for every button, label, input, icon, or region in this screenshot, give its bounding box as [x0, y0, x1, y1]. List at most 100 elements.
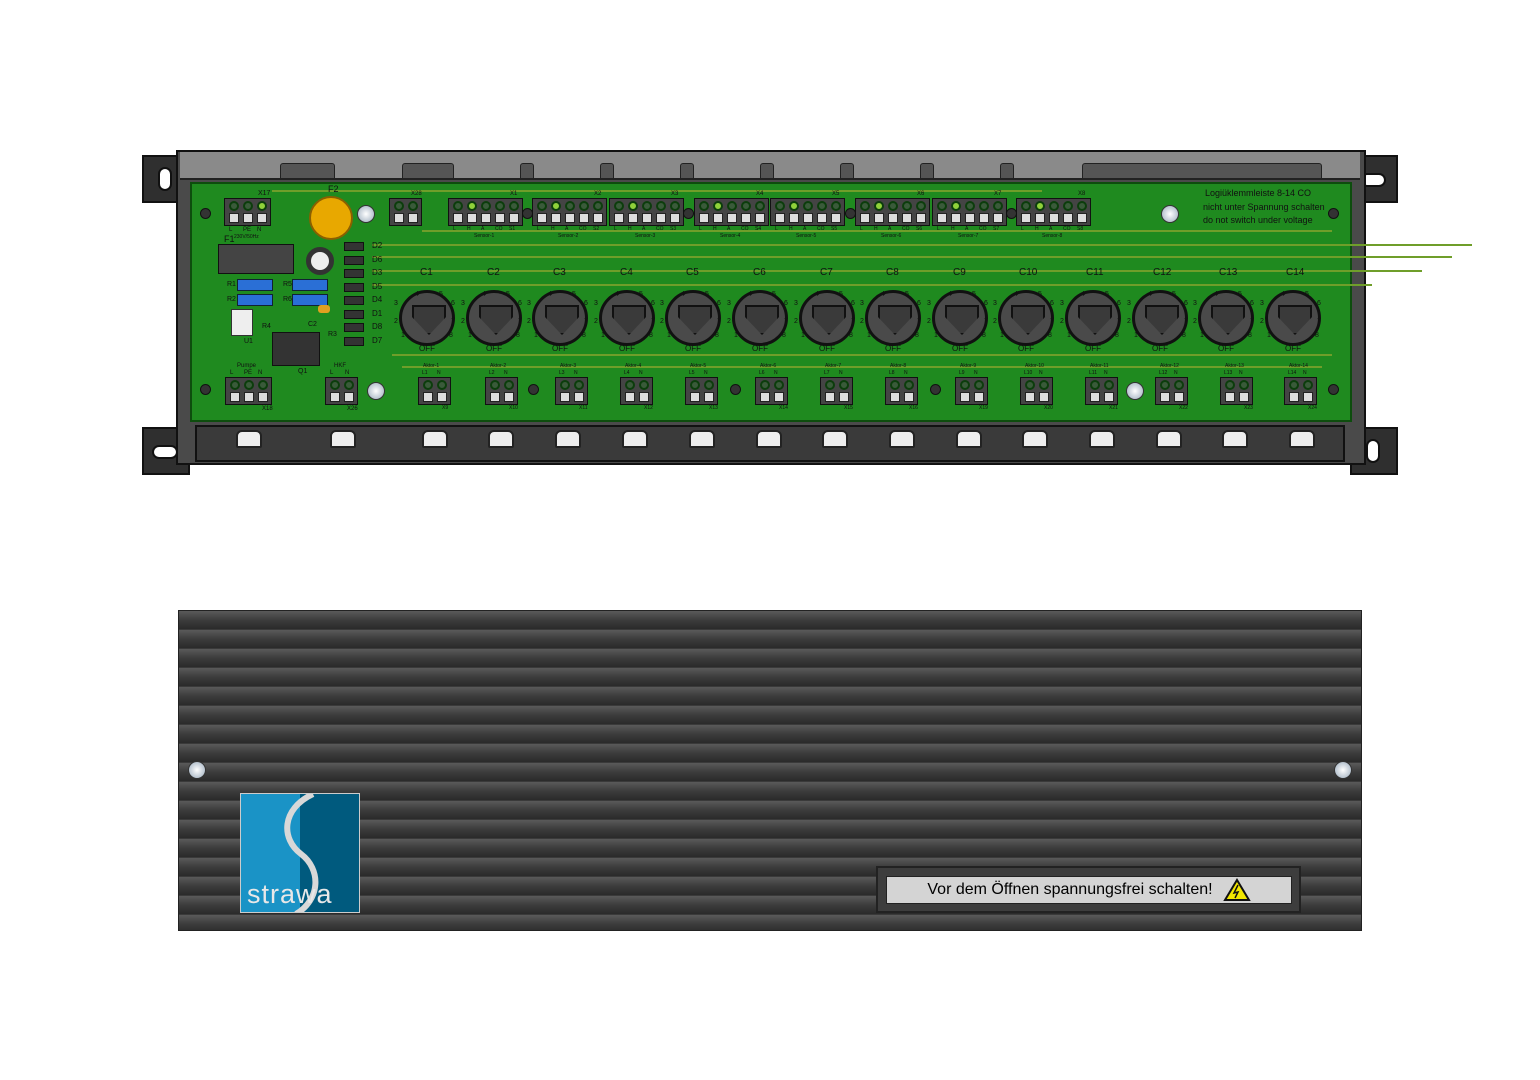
rotary-switch[interactable] — [665, 290, 721, 346]
terminal-pin[interactable] — [654, 201, 667, 223]
terminal-screw[interactable] — [592, 213, 603, 223]
sensor-connector-4[interactable] — [694, 198, 769, 226]
terminal-release[interactable] — [627, 201, 638, 211]
terminal-pin[interactable] — [1088, 380, 1101, 402]
terminal-pin[interactable] — [914, 201, 927, 223]
terminal-pin[interactable] — [623, 380, 636, 402]
terminal-release[interactable] — [578, 201, 589, 211]
rotary-switch[interactable] — [732, 290, 788, 346]
terminal-pin[interactable] — [488, 380, 501, 402]
terminal-release[interactable] — [1048, 201, 1059, 211]
terminal-release[interactable] — [228, 201, 239, 211]
rotary-switch[interactable] — [998, 290, 1054, 346]
terminal-pin[interactable] — [493, 201, 506, 223]
terminal-pin[interactable] — [1037, 380, 1050, 402]
terminal-screw[interactable] — [978, 213, 989, 223]
terminal-release[interactable] — [452, 201, 463, 211]
terminal-release[interactable] — [936, 201, 947, 211]
terminal-release[interactable] — [641, 201, 652, 211]
rotary-switch[interactable] — [1065, 290, 1121, 346]
terminal-release[interactable] — [1159, 380, 1170, 390]
terminal-pin[interactable] — [465, 201, 478, 223]
terminal-pin[interactable] — [637, 380, 650, 402]
terminal-pin[interactable] — [902, 380, 915, 402]
rotary-switch[interactable] — [1198, 290, 1254, 346]
terminal-release[interactable] — [436, 380, 447, 390]
terminal-screw[interactable] — [992, 213, 1003, 223]
terminal-screw[interactable] — [1062, 213, 1073, 223]
terminal-screw[interactable] — [1224, 392, 1235, 402]
terminal-release[interactable] — [1034, 201, 1045, 211]
actor-connector-13[interactable] — [1220, 377, 1253, 405]
terminal-release[interactable] — [613, 201, 624, 211]
terminal-release[interactable] — [973, 380, 984, 390]
terminal-screw[interactable] — [503, 392, 514, 402]
sensor-connector-1[interactable] — [448, 198, 523, 226]
terminal-screw[interactable] — [1048, 213, 1059, 223]
actor-connector-4[interactable] — [620, 377, 653, 405]
terminal-screw[interactable] — [703, 392, 714, 402]
terminal-pin[interactable] — [697, 201, 710, 223]
actor-connector-11[interactable] — [1085, 377, 1118, 405]
terminal-screw[interactable] — [655, 213, 666, 223]
terminal-release[interactable] — [592, 201, 603, 211]
terminal-screw[interactable] — [936, 213, 947, 223]
terminal-screw[interactable] — [407, 213, 418, 223]
terminal-pin[interactable] — [479, 201, 492, 223]
terminal-release[interactable] — [774, 201, 785, 211]
terminal-pin[interactable] — [563, 201, 576, 223]
terminal-pin[interactable] — [612, 201, 625, 223]
terminal-release[interactable] — [393, 201, 404, 211]
terminal-pin[interactable] — [1287, 380, 1300, 402]
power-connector[interactable] — [224, 198, 271, 226]
terminal-pin[interactable] — [342, 380, 355, 402]
terminal-pin[interactable] — [888, 380, 901, 402]
terminal-screw[interactable] — [1024, 392, 1035, 402]
terminal-release[interactable] — [256, 201, 267, 211]
terminal-screw[interactable] — [754, 213, 765, 223]
terminal-screw[interactable] — [1159, 392, 1170, 402]
terminal-screw[interactable] — [256, 213, 267, 223]
terminal-pin[interactable] — [1075, 201, 1088, 223]
terminal-pin[interactable] — [549, 201, 562, 223]
terminal-release[interactable] — [1302, 380, 1313, 390]
terminal-pin[interactable] — [1301, 380, 1314, 402]
terminal-pin[interactable] — [255, 201, 268, 223]
terminal-screw[interactable] — [613, 213, 624, 223]
terminal-release[interactable] — [887, 201, 898, 211]
terminal-release[interactable] — [489, 380, 500, 390]
terminal-screw[interactable] — [343, 392, 354, 402]
terminal-pin[interactable] — [702, 380, 715, 402]
terminal-screw[interactable] — [466, 213, 477, 223]
terminal-release[interactable] — [859, 201, 870, 211]
terminal-screw[interactable] — [959, 392, 970, 402]
terminal-release[interactable] — [624, 380, 635, 390]
terminal-release[interactable] — [508, 201, 519, 211]
terminal-pin[interactable] — [535, 201, 548, 223]
terminal-screw[interactable] — [641, 213, 652, 223]
terminal-release[interactable] — [773, 380, 784, 390]
hkf-connector[interactable] — [325, 377, 358, 405]
terminal-screw[interactable] — [669, 213, 680, 223]
terminal-pin[interactable] — [935, 201, 948, 223]
terminal-pin[interactable] — [227, 201, 240, 223]
terminal-screw[interactable] — [638, 392, 649, 402]
terminal-release[interactable] — [536, 201, 547, 211]
terminal-release[interactable] — [788, 201, 799, 211]
connector-x28[interactable] — [389, 198, 422, 226]
terminal-pin[interactable] — [949, 201, 962, 223]
actor-connector-10[interactable] — [1020, 377, 1053, 405]
terminal-screw[interactable] — [1020, 213, 1031, 223]
rotary-switch[interactable] — [1132, 290, 1188, 346]
terminal-pin[interactable] — [725, 201, 738, 223]
terminal-pin[interactable] — [640, 201, 653, 223]
terminal-pin[interactable] — [758, 380, 771, 402]
terminal-pin[interactable] — [451, 201, 464, 223]
terminal-release[interactable] — [1224, 380, 1235, 390]
terminal-release[interactable] — [1089, 380, 1100, 390]
terminal-pin[interactable] — [1102, 380, 1115, 402]
actor-connector-7[interactable] — [820, 377, 853, 405]
terminal-screw[interactable] — [759, 392, 770, 402]
cable-clip[interactable] — [889, 430, 915, 448]
terminal-pin[interactable] — [1019, 201, 1032, 223]
